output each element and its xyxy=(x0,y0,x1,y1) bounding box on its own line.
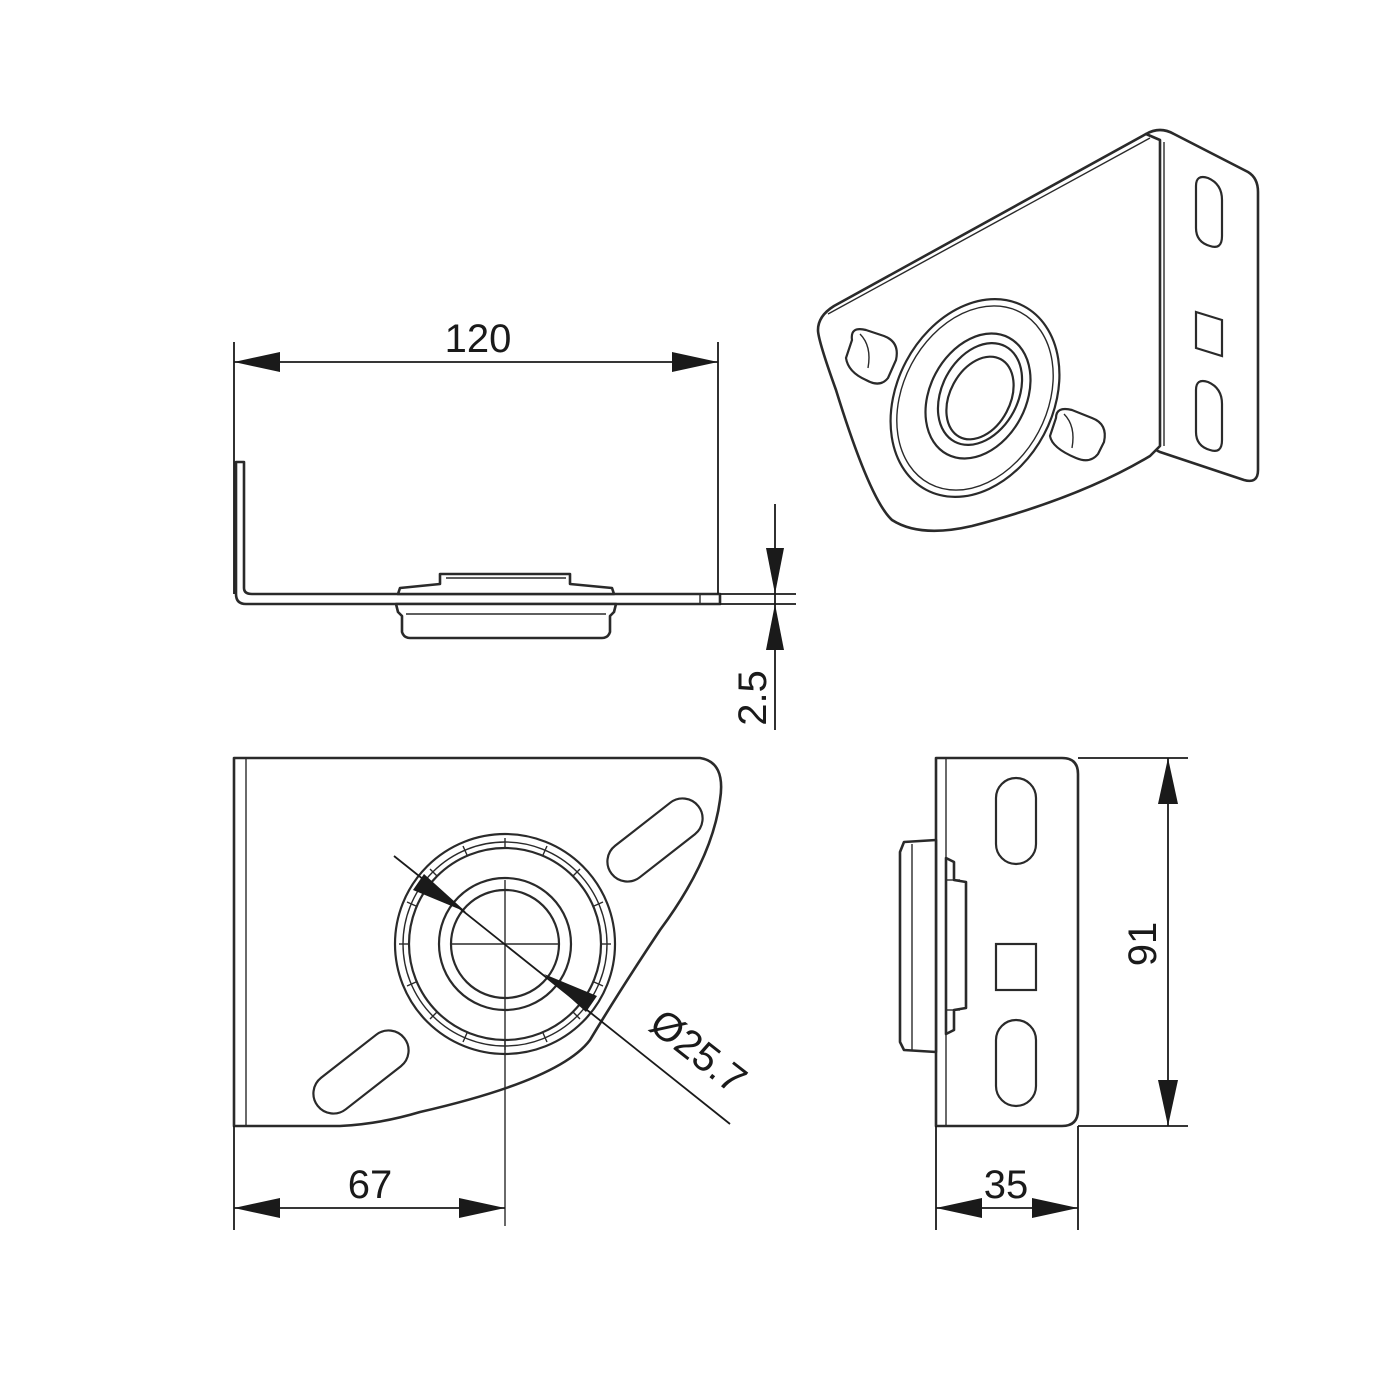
dimension-depth-label: 35 xyxy=(984,1163,1029,1207)
front-view-plate xyxy=(232,756,723,1128)
side-view-square-hole xyxy=(994,942,1038,992)
front-view-slot-lower xyxy=(312,1029,410,1115)
front-view: Ø25.7 67 xyxy=(232,756,755,1230)
side-view-flange xyxy=(934,756,1080,1128)
top-view-bearing-body xyxy=(394,602,618,640)
dimension-height-label: 91 xyxy=(1121,922,1165,967)
side-view-slot-lower xyxy=(994,1018,1038,1108)
dimension-width-label: 120 xyxy=(445,317,512,361)
isometric-view xyxy=(816,128,1260,533)
iso-flange-square-hole xyxy=(1194,310,1224,358)
side-view-slot-upper xyxy=(994,776,1038,866)
side-view-bearing xyxy=(898,838,938,1054)
iso-flange-slot-top xyxy=(1194,175,1224,248)
iso-flange-slot-bottom xyxy=(1194,379,1224,452)
front-view-slot-upper xyxy=(606,797,704,883)
iso-back-flange xyxy=(1144,128,1260,483)
dimension-thickness-label: 2.5 xyxy=(731,670,775,726)
side-view: 91 35 xyxy=(898,756,1188,1230)
top-view-bearing-flange-upper xyxy=(396,572,616,596)
side-view-bearing-flange xyxy=(944,856,968,1036)
dimension-diameter-label: Ø25.7 xyxy=(642,1001,755,1103)
top-view: 120 2.5 xyxy=(233,317,796,730)
dimension-offset-label: 67 xyxy=(348,1163,393,1207)
iso-slot-boss-right xyxy=(1048,407,1106,462)
iso-slot-boss-left xyxy=(844,328,898,385)
